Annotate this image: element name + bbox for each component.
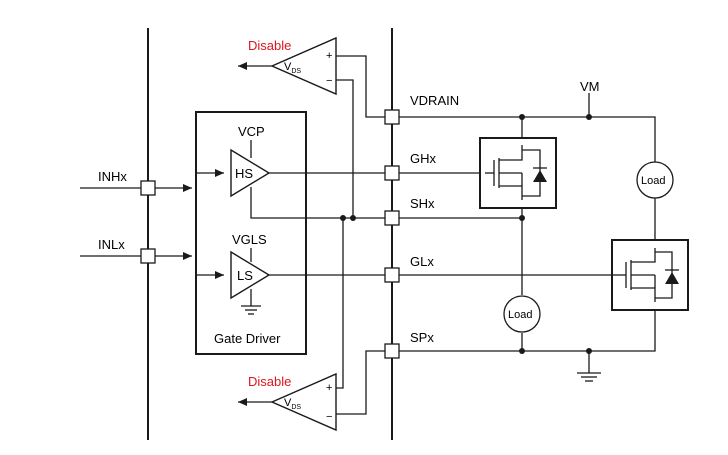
shx-pad (384, 210, 400, 226)
comparator-top-plus: + (326, 50, 332, 62)
vdrain-pad (384, 109, 400, 125)
comparator-bottom-vds: VDS (284, 397, 301, 411)
vm-label: VM (580, 79, 600, 94)
disable-label-top: Disable (248, 38, 291, 53)
vgls-label: VGLS (232, 232, 267, 247)
inhx-label: INHx (98, 169, 127, 184)
gate-driver-box (195, 111, 307, 355)
comparator-top-vds: VDS (284, 61, 301, 75)
vdrain-label: VDRAIN (410, 93, 459, 108)
load-top-label: Load (641, 175, 665, 187)
hs-label: HS (235, 166, 253, 181)
load-top (636, 161, 674, 199)
ls-driver (230, 250, 271, 300)
comparator-bottom (270, 372, 337, 432)
load-bottom (503, 295, 541, 333)
glx-label: GLx (410, 254, 434, 269)
gate-driver-label: Gate Driver (214, 331, 281, 346)
ls-label: LS (237, 268, 253, 283)
inlx-pad (140, 248, 156, 264)
comparator-bottom-plus: + (326, 382, 332, 394)
comparator-bottom-minus: − (326, 411, 332, 423)
disable-label-bottom: Disable (248, 374, 291, 389)
ghx-pad (384, 165, 400, 181)
ghx-label: GHx (410, 151, 437, 166)
vcp-label: VCP (238, 124, 265, 139)
glx-pad (384, 267, 400, 283)
spx-pad (384, 343, 400, 359)
comparator-top (270, 36, 337, 96)
hs-mosfet (479, 137, 557, 209)
shx-label: SHx (410, 196, 435, 211)
inhx-pad (140, 180, 156, 196)
inlx-label: INLx (98, 237, 125, 252)
comparator-top-minus: − (326, 75, 332, 87)
ls-mosfet (611, 239, 689, 311)
hs-driver (230, 148, 271, 198)
load-bottom-label: Load (508, 309, 532, 321)
spx-label: SPx (410, 330, 434, 345)
